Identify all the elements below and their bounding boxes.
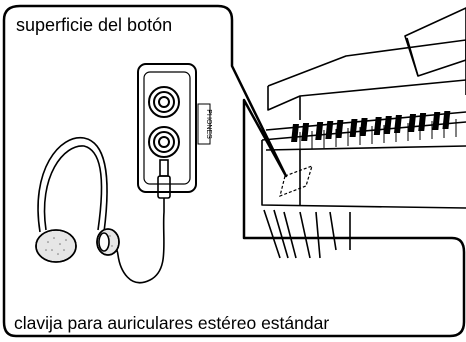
callout-frame xyxy=(2,4,466,338)
ear-cup-texture xyxy=(45,235,113,255)
jack-panel-icon xyxy=(137,63,197,193)
piano-black-keys xyxy=(291,111,451,142)
phones-label-box xyxy=(197,103,211,145)
stereo-plug-label: clavija para auriculares estéreo estánda… xyxy=(14,313,330,333)
phones-label: PHONES xyxy=(205,109,212,139)
button-surface-label: superficie del botón xyxy=(16,15,173,35)
piano-white-key-lines xyxy=(299,119,457,150)
jack-location-marker xyxy=(279,165,313,197)
headphones-icon xyxy=(35,137,120,263)
stereo-plug-icon xyxy=(157,159,171,212)
